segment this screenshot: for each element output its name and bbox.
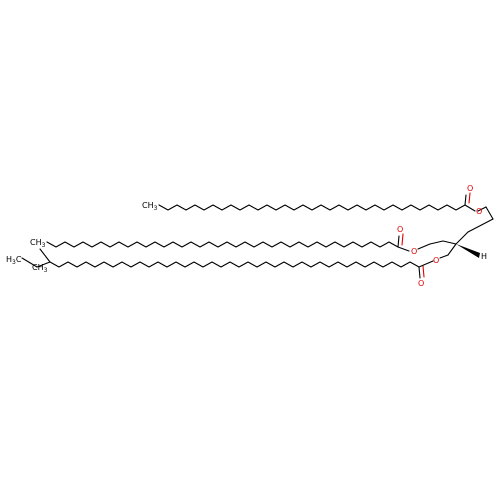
- chain-3-carbonyl-double: [422, 265, 425, 278]
- chain-2-ester-bond: [397, 246, 410, 252]
- stereo-wedge: [456, 244, 480, 258]
- glycerol-top-bond: [467, 218, 494, 233]
- chain-1-backbone: [158, 204, 466, 211]
- chain-3-ester-oxygen: O: [433, 256, 439, 265]
- glycerol-center-bond-up: [455, 231, 469, 245]
- glycerol-c2-c3: [442, 240, 457, 245]
- chain-1-ester-oxygen: O: [476, 207, 482, 216]
- chain-1-acyl-bond: [464, 194, 467, 206]
- chain-3-carbonyl-oxygen: O: [418, 279, 424, 288]
- chain-3-ester-bond: [418, 260, 434, 268]
- chain-2-methyl-label: CH3: [30, 238, 46, 249]
- chain-2-ester-oxygen: O: [411, 247, 417, 256]
- chain-3-branch-bond: [36, 261, 51, 268]
- chain-1-ester-o-bond: [477, 206, 487, 212]
- chain-1-glycerol-bond: [485, 206, 494, 220]
- chain-3-ethyl-bond: [21, 257, 38, 268]
- chain-1-carbonyl-bond: [464, 204, 476, 212]
- glycerol-c1-c2: [429, 240, 444, 245]
- chain-2-carbonyl-double: [401, 233, 404, 246]
- chain-3-ch3-label: CH3: [32, 263, 48, 274]
- chain-2-glycerol-bond: [417, 243, 431, 250]
- chain-3-h3c-label: H3C: [6, 255, 22, 266]
- chain-3-backbone: [49, 261, 420, 268]
- chain-1-carbonyl-double: [468, 192, 471, 204]
- chain-2-backbone: [46, 241, 399, 248]
- chain-1-carbonyl-oxygen: O: [467, 184, 473, 193]
- chain-1-methyl-label: CH3: [142, 201, 158, 212]
- chain-3-acyl-bond: [418, 266, 421, 279]
- stereo-hydrogen: H: [481, 252, 487, 261]
- chain-2-acyl-bond: [397, 235, 400, 248]
- glycerol-to-o3: [447, 243, 457, 256]
- chain-2-carbonyl-oxygen: O: [397, 225, 403, 234]
- chain-3-ethyl-bond-2: [39, 248, 51, 263]
- chain-3-glycerol-bond: [439, 254, 449, 259]
